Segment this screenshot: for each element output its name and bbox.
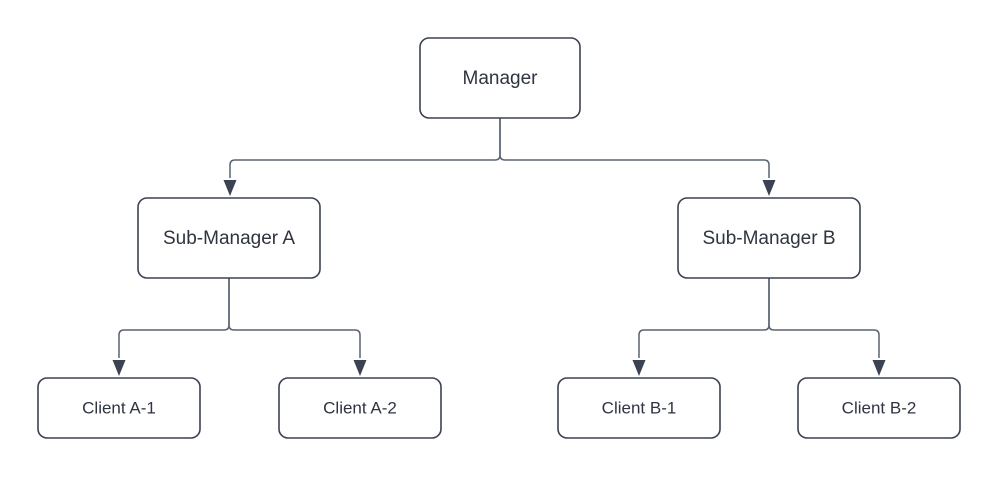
node-sub-manager-a[interactable]: Sub-Manager A <box>137 197 321 279</box>
node-client-b-2-label: Client B-2 <box>842 398 917 417</box>
node-client-a-2-label: Client A-2 <box>323 398 397 417</box>
node-client-b-2[interactable]: Client B-2 <box>797 377 961 439</box>
arrowhead-sub-manager-a <box>223 180 237 196</box>
node-sub-manager-b[interactable]: Sub-Manager B <box>677 197 861 279</box>
node-client-a-1-box[interactable] <box>37 377 201 439</box>
node-manager-label: Manager <box>463 68 539 89</box>
node-client-a-2[interactable]: Client A-2 <box>278 377 442 439</box>
node-sub-manager-b-box[interactable] <box>677 197 861 279</box>
node-client-b-1[interactable]: Client B-1 <box>557 377 721 439</box>
edge-manager-to-sub-manager-b <box>499 118 770 178</box>
connector-layer <box>112 118 886 376</box>
edge-sub-manager-b-to-client-b-1 <box>638 278 770 358</box>
node-client-b-1-box[interactable] <box>557 377 721 439</box>
node-client-b-2-box[interactable] <box>797 377 961 439</box>
arrowhead-client-b-1 <box>632 360 646 376</box>
arrowhead-client-b-2 <box>872 360 886 376</box>
node-client-b-1-label: Client B-1 <box>602 398 677 417</box>
node-client-a-1[interactable]: Client A-1 <box>37 377 201 439</box>
node-client-a-1-label: Client A-1 <box>82 398 156 417</box>
node-sub-manager-b-label: Sub-Manager B <box>702 228 835 249</box>
arrowhead-client-a-1 <box>112 360 126 376</box>
edge-sub-manager-b-to-client-b-2 <box>768 278 880 358</box>
node-sub-manager-a-box[interactable] <box>137 197 321 279</box>
node-client-a-2-box[interactable] <box>278 377 442 439</box>
edge-manager-to-sub-manager-a <box>229 118 501 178</box>
node-sub-manager-a-label: Sub-Manager A <box>163 228 295 249</box>
edge-sub-manager-a-to-client-a-1 <box>118 278 230 358</box>
edge-sub-manager-a-to-client-a-2 <box>228 278 361 358</box>
arrowhead-sub-manager-b <box>762 180 776 196</box>
node-manager-box[interactable] <box>419 37 581 119</box>
node-layer: Manager Sub-Manager A Sub-Manager B Clie… <box>37 37 961 439</box>
node-manager[interactable]: Manager <box>419 37 581 119</box>
arrowhead-client-a-2 <box>353 360 367 376</box>
